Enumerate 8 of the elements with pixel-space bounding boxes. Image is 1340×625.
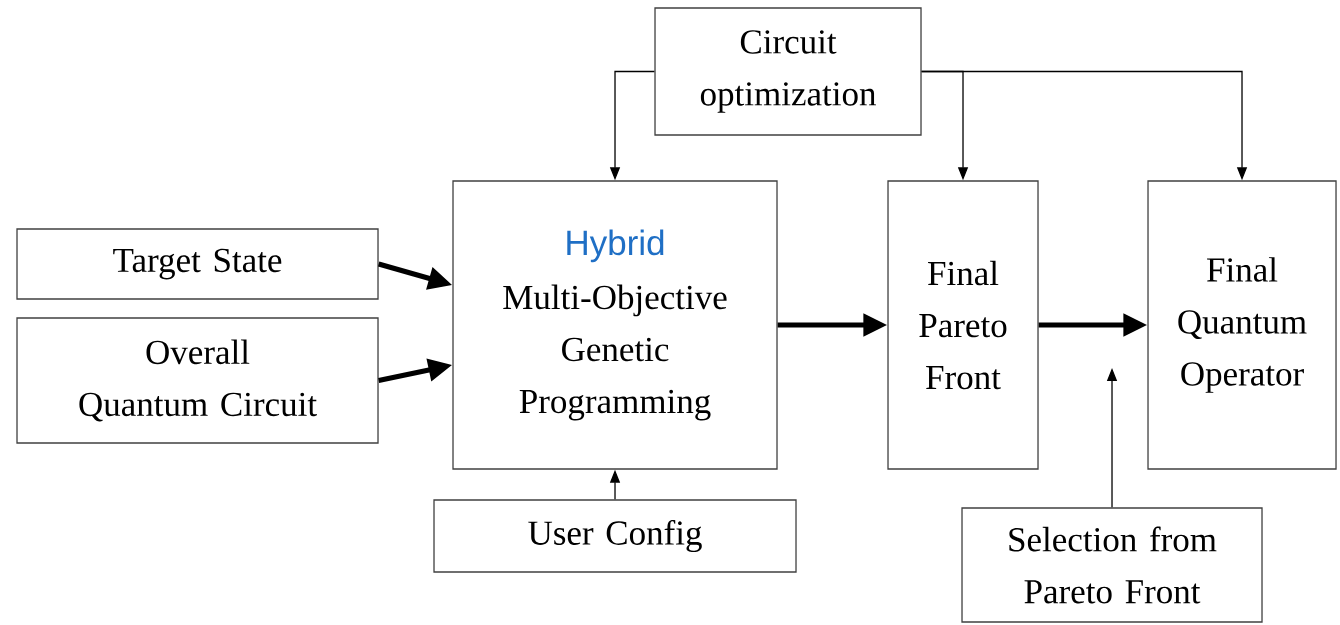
process-box: Final Quantum Operator [1147, 180, 1337, 470]
process-box: User Config [433, 499, 797, 573]
process-box: Target State [16, 228, 379, 300]
process-box: Overall Quantum Circuit [16, 317, 379, 444]
process-box: Selection from Pareto Front [961, 507, 1263, 623]
process-box: Circuit optimization [654, 7, 922, 136]
process-box: Hybrid Multi-Objective Genetic Programming [452, 180, 778, 470]
process-box: Final Pareto Front [887, 180, 1039, 470]
